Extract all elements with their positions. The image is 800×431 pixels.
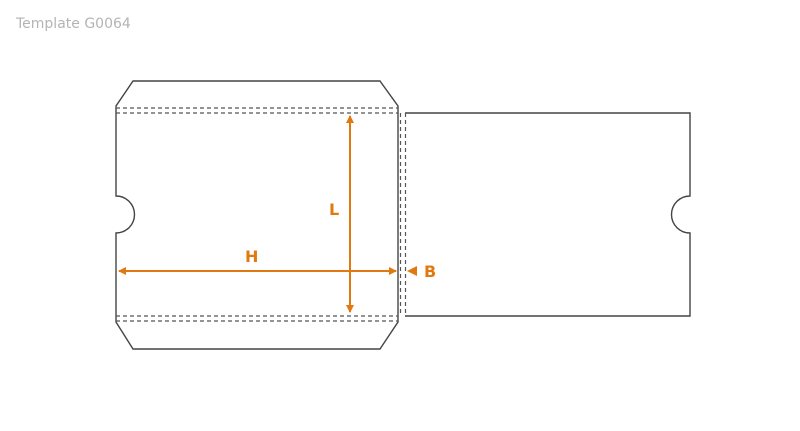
flap-label: B xyxy=(424,262,436,281)
right-panel-outline xyxy=(405,112,691,317)
left-panel-outline xyxy=(115,80,399,350)
template-title: Template G0064 xyxy=(16,16,131,32)
flap-dimension-arrow xyxy=(407,266,417,276)
fold-lines xyxy=(116,107,407,322)
length-label: L xyxy=(329,200,339,219)
height-label: H xyxy=(245,247,258,266)
